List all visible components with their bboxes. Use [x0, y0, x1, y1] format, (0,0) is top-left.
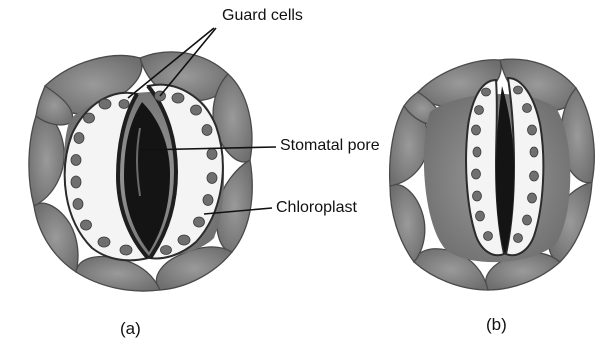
chloroplast — [73, 199, 83, 210]
chloroplast — [120, 245, 132, 255]
chloroplast — [530, 147, 538, 157]
chloroplast — [84, 113, 95, 123]
chloroplast — [119, 100, 129, 109]
chloroplast — [476, 211, 485, 221]
chloroplast — [473, 147, 481, 157]
chloroplast — [81, 220, 92, 230]
caption-closed-stoma: (b) — [486, 316, 507, 333]
chloroplast — [473, 191, 482, 201]
chloroplast — [191, 105, 202, 115]
chloroplast-label: Chloroplast — [276, 200, 357, 216]
chloroplast — [178, 235, 190, 245]
chloroplast — [472, 169, 481, 179]
chloroplast — [99, 99, 111, 109]
chloroplast — [523, 215, 532, 225]
chloroplast — [207, 173, 217, 184]
guard-cells-label: Guard cells — [222, 8, 303, 24]
stomatal-pore-label: Stomatal pore — [280, 138, 380, 154]
epidermal-cell — [76, 257, 160, 291]
chloroplast — [514, 234, 523, 243]
chloroplast — [484, 232, 493, 241]
chloroplast — [530, 171, 539, 181]
chloroplast — [71, 176, 81, 188]
chloroplast — [202, 125, 212, 136]
chloroplast — [74, 133, 84, 144]
chloroplast — [528, 125, 537, 135]
closed-stoma — [390, 59, 595, 290]
chloroplast — [514, 86, 523, 94]
chloroplast — [71, 155, 81, 166]
chloroplast — [203, 195, 213, 206]
chloroplast — [523, 104, 532, 113]
caption-open-stoma: (a) — [120, 320, 141, 337]
chloroplast — [161, 246, 172, 255]
chloroplast — [475, 106, 484, 115]
chloroplast — [482, 88, 491, 96]
chloroplast — [472, 125, 481, 135]
chloroplast — [207, 149, 217, 160]
chloroplast — [98, 237, 110, 247]
chloroplast — [528, 193, 537, 203]
chloroplast — [172, 93, 184, 103]
epidermal-cell — [29, 115, 64, 206]
epidermal-cell — [390, 185, 425, 262]
chloroplast — [194, 217, 205, 227]
